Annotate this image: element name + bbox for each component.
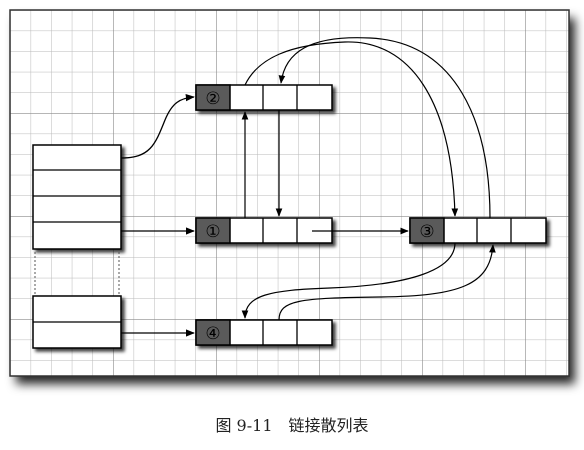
bucket-gap-dotted bbox=[34, 252, 120, 296]
figure-title: 链接散列表 bbox=[288, 416, 369, 435]
arrow-node-4-to-node-3 bbox=[278, 244, 496, 321]
entry-node-3-label: ③ bbox=[419, 222, 434, 242]
bucket-array-top bbox=[32, 144, 122, 250]
bucket-array-top-dividers bbox=[33, 169, 121, 223]
bucket-links bbox=[120, 93, 195, 337]
arrow-node-3-to-node-4 bbox=[241, 242, 456, 319]
grid-board bbox=[9, 9, 570, 377]
order-links bbox=[241, 37, 496, 321]
entry-node-1: ① bbox=[195, 217, 333, 244]
arrow-bucket-to-node-2 bbox=[120, 93, 195, 159]
arrow-node-3-to-node-2 bbox=[278, 37, 491, 219]
entry-node-1-label: ① bbox=[205, 222, 220, 242]
entry-node-2-label: ② bbox=[205, 89, 220, 109]
entry-node-4-label: ④ bbox=[205, 324, 220, 344]
figure-number: 图 9-11 bbox=[215, 416, 273, 435]
arrow-node-2-to-node-3 bbox=[244, 41, 459, 217]
figure-caption: 图 9-11 链接散列表 bbox=[0, 412, 584, 436]
entry-node-2: ② bbox=[195, 84, 333, 111]
entry-node-3: ③ bbox=[409, 217, 547, 244]
entry-node-4: ④ bbox=[195, 319, 333, 346]
